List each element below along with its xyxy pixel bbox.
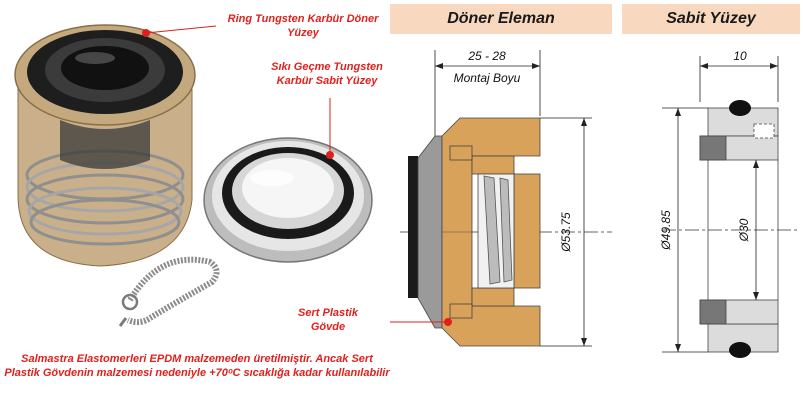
ring-leader-line <box>145 25 217 34</box>
width-caption: Montaj Boyu <box>454 71 521 85</box>
fixed-face-label: Sıkı Geçme Tungsten Karbür Sabit Yüzey <box>271 61 383 87</box>
body-marker-dot <box>444 318 452 326</box>
stationary-face-drawing: 10 Ø49.85 Ø30 <box>659 49 800 358</box>
material-note: Salmastra Elastomerleri EPDM malzemeden … <box>4 353 390 379</box>
inner-diameter-value: Ø30 <box>737 218 751 242</box>
seat-width-value: 10 <box>733 49 747 63</box>
ring-face-label: Ring Tungsten Karbür Döner Yüzey <box>227 13 379 39</box>
product-photo <box>14 24 373 327</box>
ring-marker-dot <box>142 29 150 37</box>
outer-diameter-value: Ø49.85 <box>659 210 673 251</box>
diameter-value: Ø53.75 <box>559 212 573 253</box>
fixed-face-marker-dot <box>326 151 334 159</box>
rotating-element-drawing: 25 - 28 Montaj Boyu Ø53.75 <box>390 49 612 347</box>
width-value: 25 - 28 <box>467 49 506 63</box>
plastic-body-label: Sert Plastik Gövde <box>298 307 358 333</box>
stationary-face-header: Sabit Yüzey <box>622 4 800 34</box>
rotating-element-header: Döner Eleman <box>390 4 612 34</box>
spring-clip-photo <box>118 256 220 327</box>
rotating-seal-photo <box>14 24 196 267</box>
stationary-seat-photo <box>203 137 373 263</box>
